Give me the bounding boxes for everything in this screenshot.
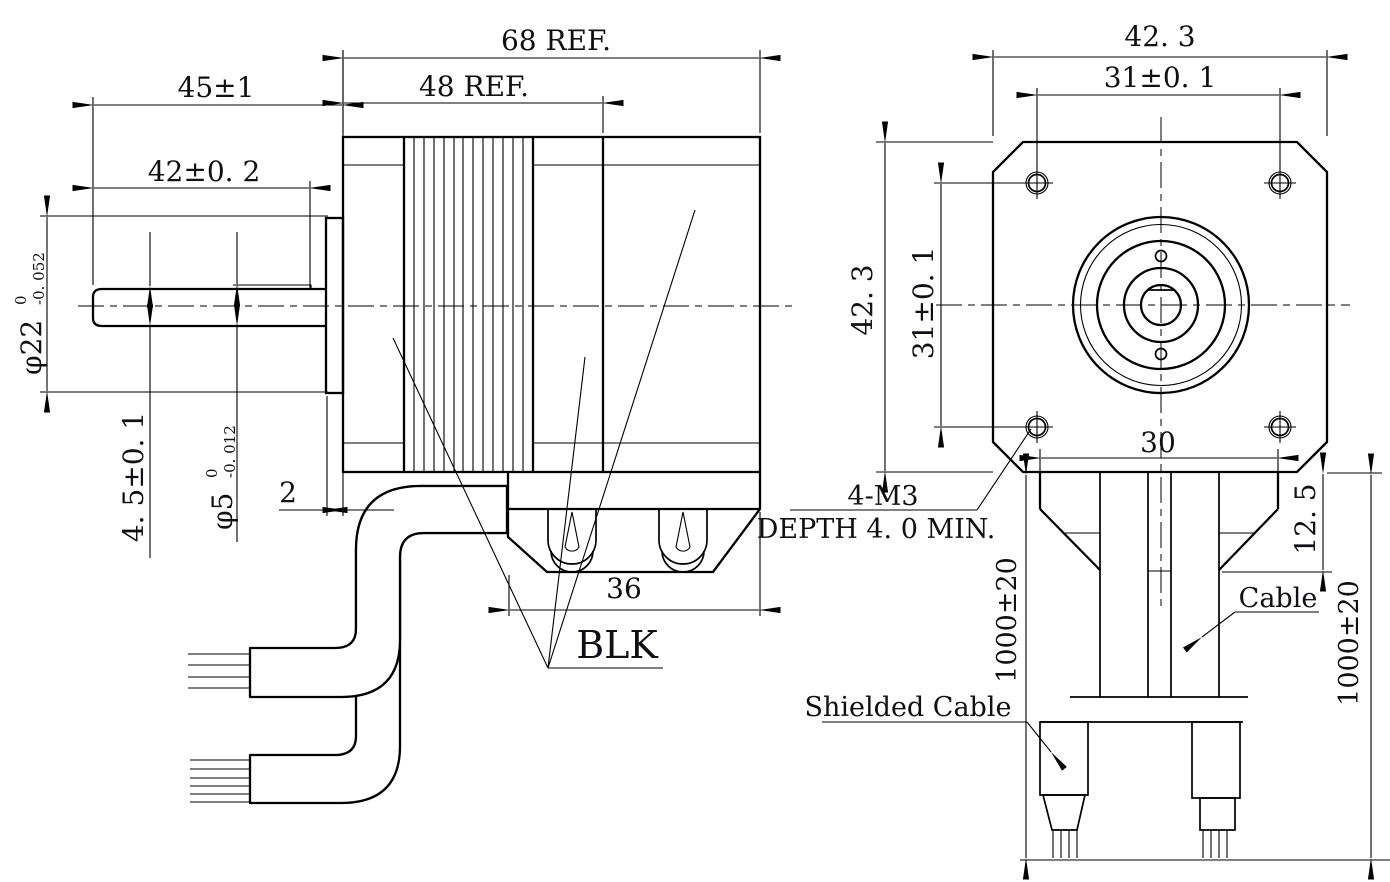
cable-lower-wires: [190, 759, 250, 803]
mounting-hole-top-right: [1264, 167, 1296, 199]
dim-42p3-height: 42. 3: [846, 121, 993, 493]
centerlines: [78, 117, 1350, 607]
label-shielded-cable: Shielded Cable: [805, 692, 1012, 723]
callout-shielded-cable: Shielded Cable: [805, 692, 1067, 771]
faceplate-outline: [991, 140, 1329, 474]
dim-text-42: 42±0. 2: [148, 155, 261, 188]
dim-12p5-bracket: 12. 5: [1222, 452, 1332, 592]
dim-30-exit-width: 30: [1019, 426, 1299, 471]
dim-text-42p3-v: 42. 3: [846, 264, 879, 335]
dim-text-1000-right: 1000±20: [1334, 580, 1365, 706]
output-shaft: [91, 287, 326, 328]
mounting-hole-bottom-left: [1021, 411, 1053, 443]
dim-phi5-shaft: φ5 0 -0. 012: [203, 232, 241, 542]
dim-text-phi22-group: φ22 0 -0. 052: [12, 252, 48, 375]
dim-48-ref: 48 REF.: [322, 70, 624, 133]
shaft-boss-circle: [1122, 266, 1200, 344]
dim-text-phi22: φ22: [15, 320, 48, 375]
pilot-circle-mid: [1095, 239, 1227, 371]
pilot-boss: [324, 216, 345, 395]
front-view-faceplate: [991, 140, 1329, 474]
dim-text-4p5: 4. 5±0. 1: [117, 412, 150, 542]
dim-31-horizontal: 31±0. 1: [1016, 61, 1301, 168]
dim-text-48ref: 48 REF.: [419, 70, 529, 103]
dim-text-phi22-tol-lower: -0. 052: [30, 252, 48, 305]
label-cable: Cable: [1239, 583, 1318, 614]
dim-2-boss-thickness: 2: [279, 396, 394, 516]
blk-callout: BLK: [392, 209, 696, 669]
pilot-circle-outer: [1071, 215, 1251, 395]
cable-run-right: [1170, 473, 1220, 697]
dim-text-phi5-tol-lower: -0. 012: [221, 425, 239, 478]
label-blk: BLK: [576, 623, 658, 667]
small-hole-top: [1154, 249, 1168, 263]
cable-run-left: [1099, 473, 1149, 697]
shielded-cable-end: [1039, 721, 1089, 858]
small-hole-bottom: [1154, 347, 1168, 361]
dim-text-2: 2: [279, 476, 297, 509]
dim-text-30: 30: [1140, 426, 1176, 459]
dim-text-phi5: φ5: [206, 493, 239, 530]
dim-phi22-boss: φ22 0 -0. 052: [12, 195, 328, 413]
dim-42p3-width: 42. 3: [972, 20, 1348, 136]
front-view-cables: [1038, 473, 1280, 858]
dim-text-1000-left: 1000±20: [992, 557, 1023, 683]
dim-text-31-v: 31±0. 1: [907, 247, 940, 360]
dim-42-flat-length: 42±0. 2: [72, 155, 331, 288]
shaft-flat-edge: [233, 284, 312, 289]
shaft-hole: [1139, 283, 1183, 327]
dim-text-36: 36: [606, 572, 642, 605]
cable-exit-slot-left: [547, 509, 597, 573]
mounting-hole-bottom-right: [1264, 411, 1296, 443]
dim-4p5-flat-height: 4. 5±0. 1: [117, 232, 154, 558]
stator-lamination-ribs: [413, 137, 524, 472]
pilot-circle-outer2: [1079, 223, 1243, 387]
callout-cable: Cable: [1182, 583, 1319, 653]
dim-1000-right: 1000±20: [1327, 453, 1382, 880]
motor-housing-outline: [341, 135, 762, 474]
dim-text-68ref: 68 REF.: [501, 24, 611, 57]
side-view-connector: [506, 473, 762, 574]
connector-outline: [506, 473, 762, 574]
dim-text-phi5-tol-upper: 0: [203, 468, 221, 478]
dim-text-45: 45±1: [178, 71, 255, 104]
dim-36-connector-width: 36: [488, 512, 781, 616]
cable-upper: [248, 484, 509, 699]
cable-end-right: [1191, 721, 1241, 858]
side-view-motor-body: [91, 135, 762, 474]
dim-45-shaft-length: 45±1: [72, 50, 364, 285]
label-depth-min: DEPTH 4. 0 MIN.: [757, 514, 996, 545]
cable-exit-slot-right: [658, 509, 708, 573]
dim-31-vertical: 31±0. 1: [907, 162, 1024, 448]
dim-1000-left: 1000±20: [992, 453, 1030, 880]
dim-text-12p5: 12. 5: [1289, 483, 1322, 554]
dim-text-31-h: 31±0. 1: [1104, 61, 1217, 94]
mounting-hole-top-left: [1021, 167, 1053, 199]
dim-68-ref: 68 REF.: [322, 24, 781, 133]
dim-text-42p3-h: 42. 3: [1124, 20, 1195, 53]
callout-4m3: 4-M3 DEPTH 4. 0 MIN.: [757, 428, 1032, 545]
dim-text-phi5-group: φ5 0 -0. 012: [203, 425, 239, 530]
dim-text-phi22-tol-upper: 0: [12, 295, 30, 305]
cable-upper-wires: [188, 653, 250, 689]
label-4m3: 4-M3: [847, 481, 918, 512]
